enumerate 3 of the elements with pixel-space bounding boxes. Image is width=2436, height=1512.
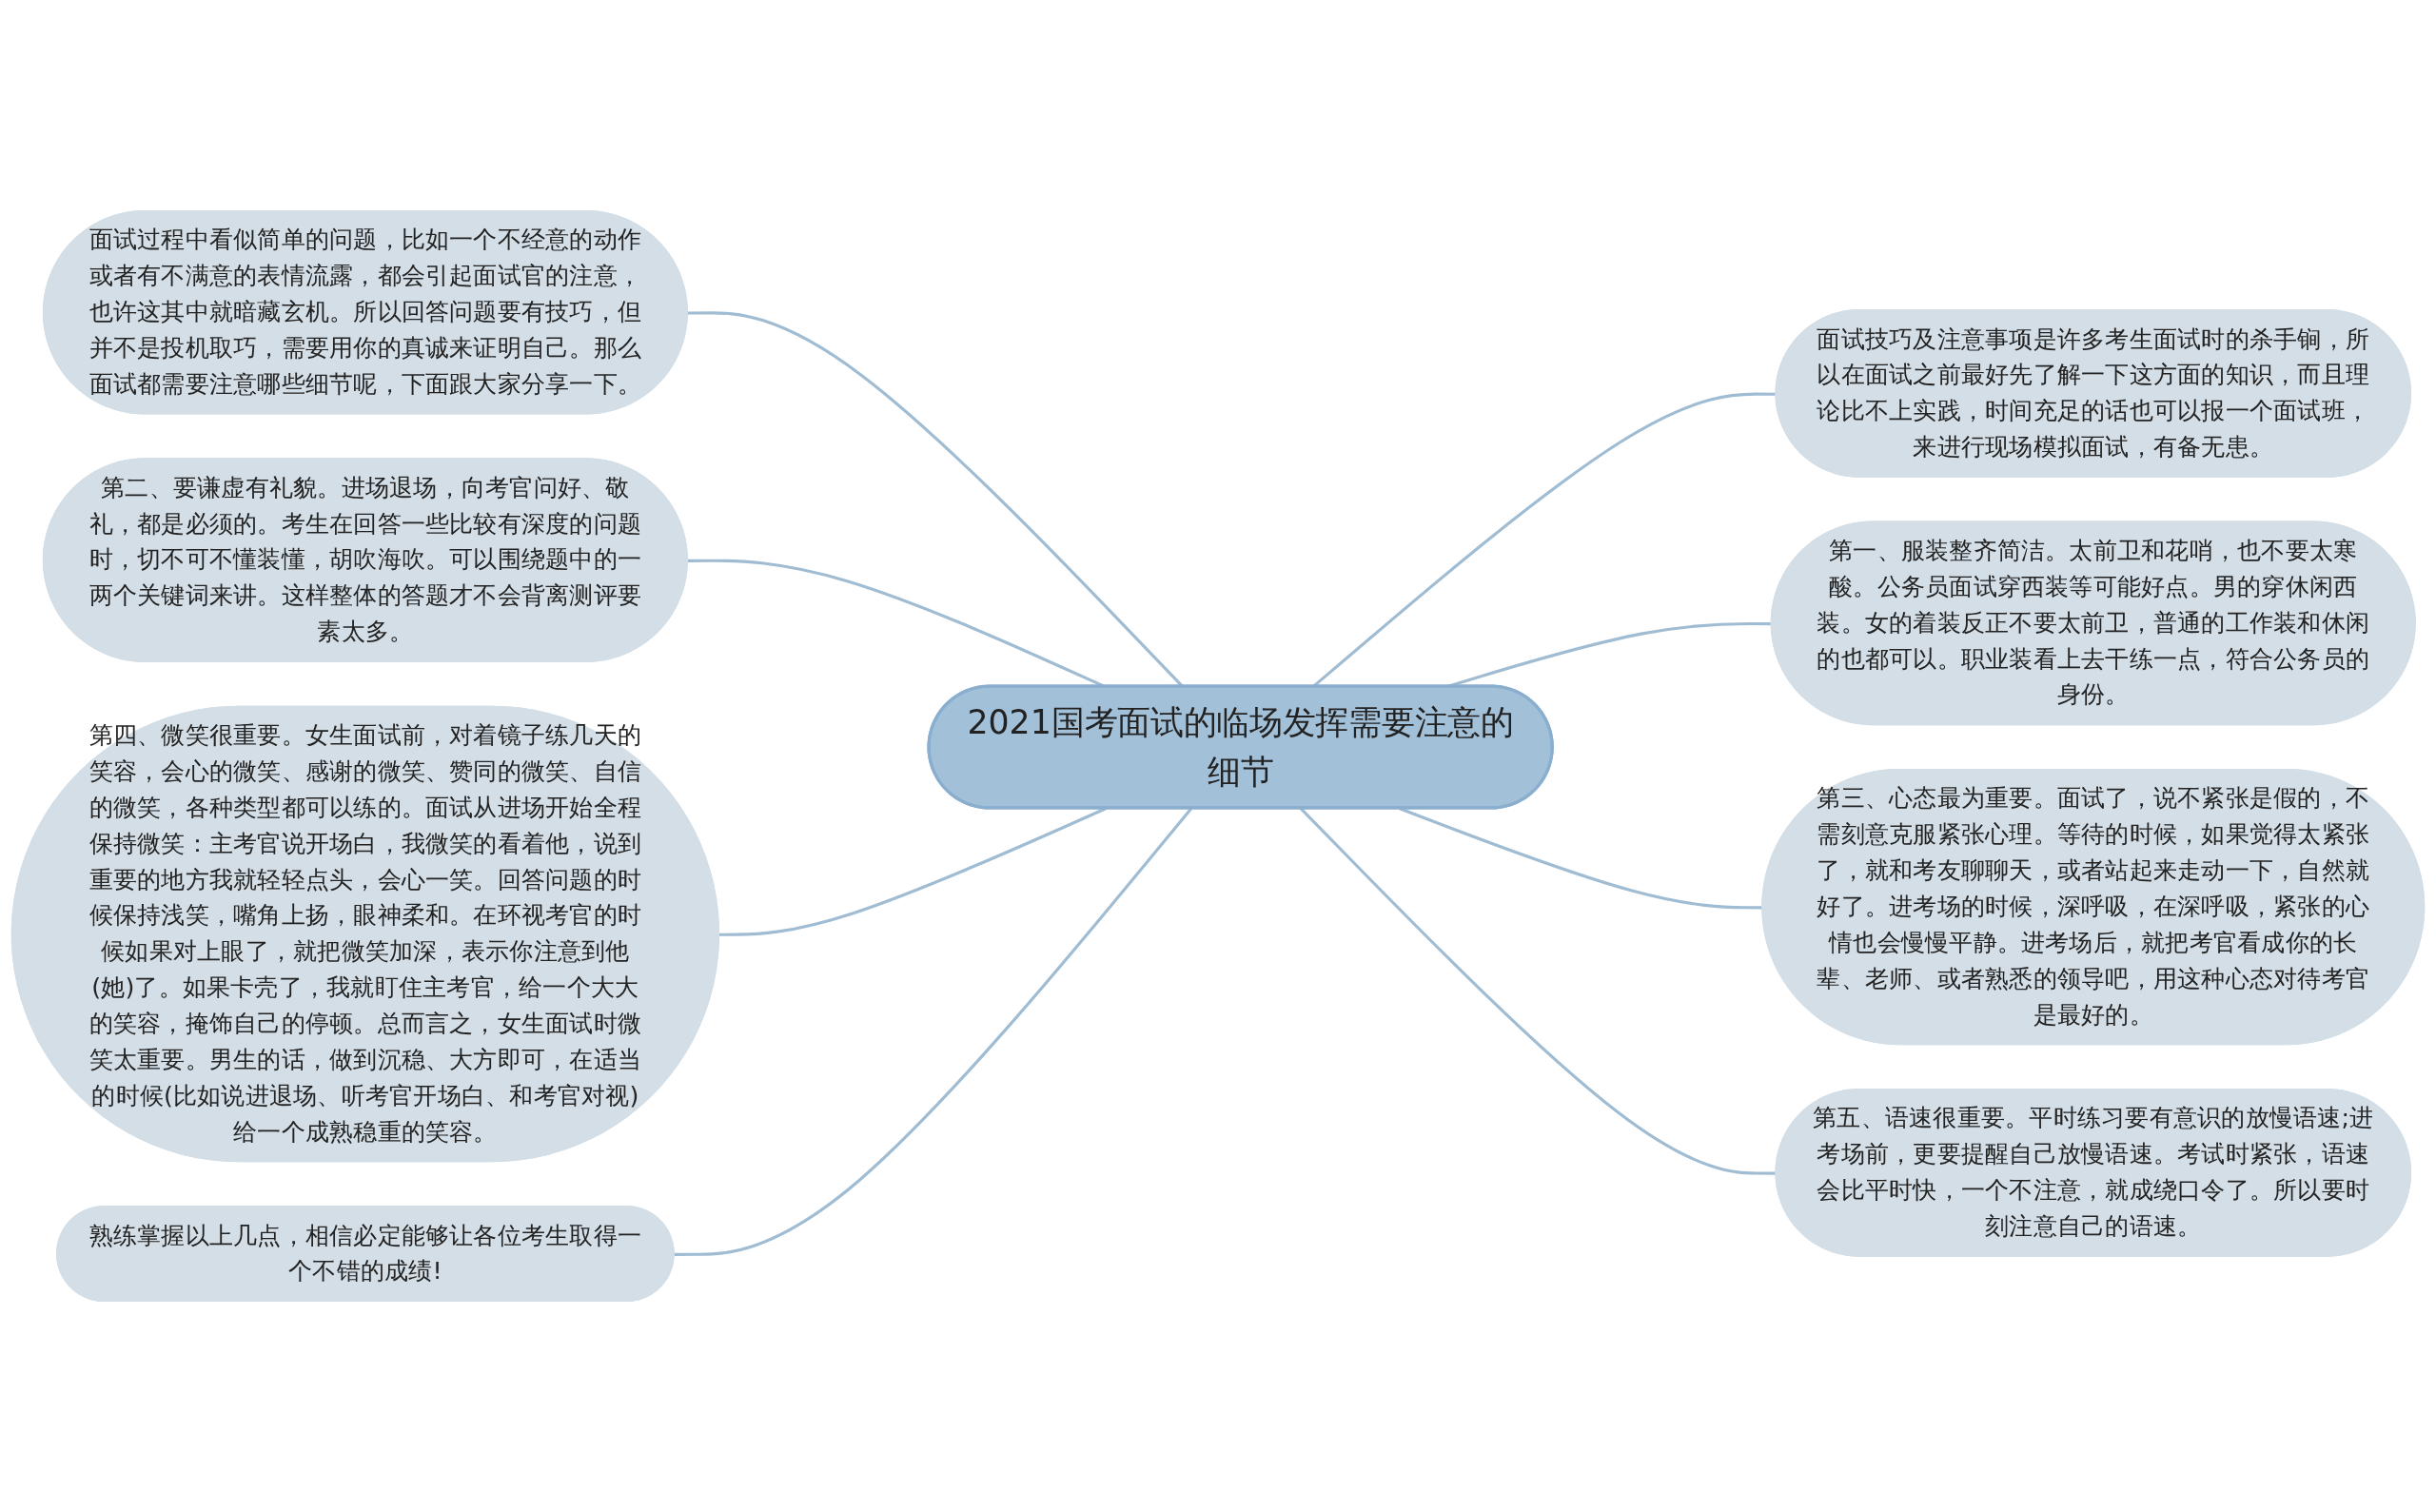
connector <box>674 807 1193 1256</box>
connector <box>718 807 1107 936</box>
connector <box>1399 807 1763 910</box>
